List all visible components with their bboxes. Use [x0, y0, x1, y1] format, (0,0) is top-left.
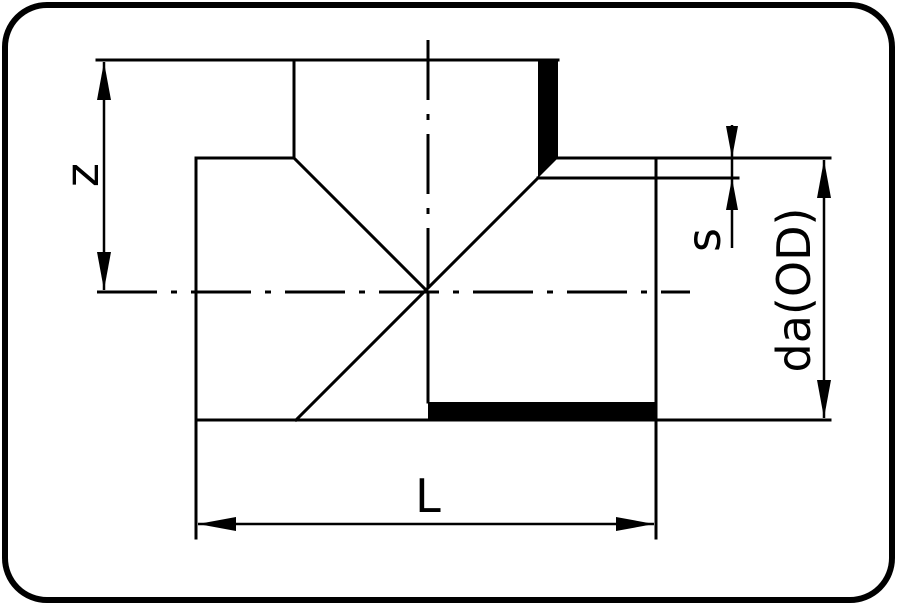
l-dimension: [198, 517, 654, 531]
branch-wall-thickness: [538, 60, 558, 178]
s-label: s: [677, 228, 731, 252]
da-dimension: [817, 160, 831, 418]
z-label: z: [55, 163, 109, 187]
l-label: L: [415, 469, 441, 523]
z-dimension: [97, 62, 111, 290]
s-dimension: [726, 125, 738, 248]
run-wall-thickness: [428, 402, 656, 420]
da-label: da(OD): [767, 208, 821, 373]
